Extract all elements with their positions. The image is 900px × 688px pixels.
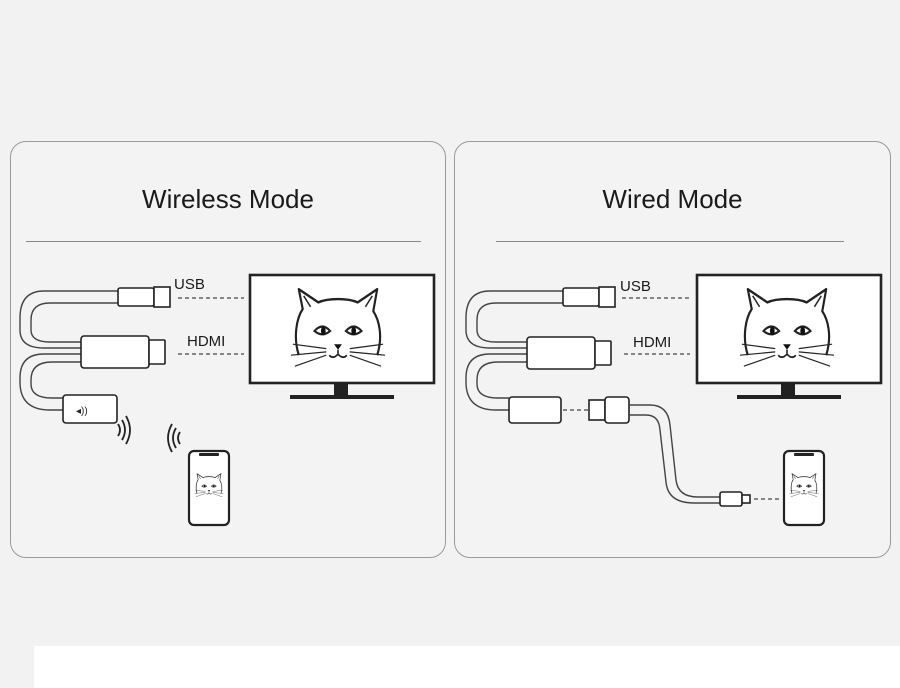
- hdmi-connector-icon: [80, 335, 166, 369]
- wired-usb-label: USB: [620, 278, 651, 295]
- wireless-usb-label: USB: [174, 276, 205, 293]
- wired-hdmi-label: HDMI: [633, 334, 671, 351]
- usb-plug-icon: [588, 396, 630, 424]
- wired-cable: [465, 290, 563, 411]
- smartphone-icon: [187, 449, 231, 527]
- bottom-white-strip: [34, 646, 900, 688]
- wireless-hdmi-label: HDMI: [187, 333, 225, 350]
- phone-cable: [629, 404, 720, 504]
- smartphone-icon: [782, 449, 826, 527]
- wireless-title-divider: [26, 241, 421, 242]
- tv-monitor-icon: [248, 273, 436, 399]
- micro-usb-plug-icon: [719, 491, 751, 507]
- hdmi-connector-icon: [526, 336, 612, 370]
- wifi-signal-icon: [117, 415, 131, 445]
- usb-connector-icon: [117, 286, 171, 308]
- usb-port-adapter-icon: [508, 396, 562, 424]
- svg-text:◂)): ◂)): [76, 406, 88, 417]
- tv-monitor-icon: [695, 273, 883, 399]
- wifi-signal-phone-icon: [167, 423, 181, 453]
- wifi-dongle-icon: ◂)): [62, 394, 118, 424]
- wireless-mode-title: Wireless Mode: [142, 184, 314, 214]
- wireless-cable: [19, 290, 118, 411]
- wired-mode-title: Wired Mode: [602, 184, 743, 214]
- usb-connector-icon: [562, 286, 616, 308]
- wired-title-divider: [496, 241, 844, 242]
